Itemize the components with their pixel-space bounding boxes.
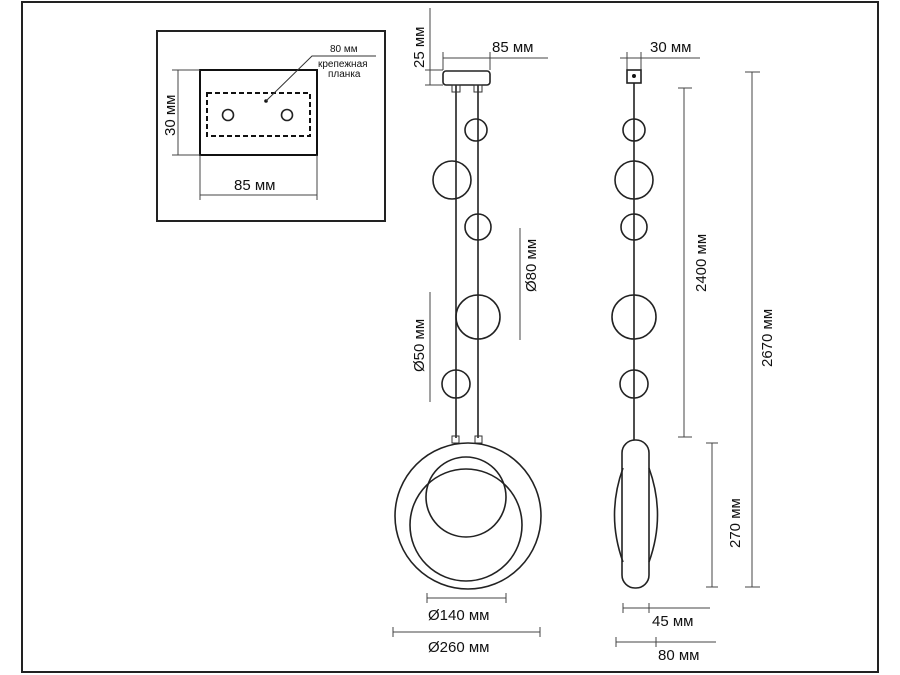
mounting-bracket [206, 92, 311, 137]
glass-ball [464, 213, 492, 241]
ring-side-profile [621, 439, 650, 589]
canopy [442, 70, 491, 86]
inner-ring [409, 468, 523, 582]
front-view: 25 мм 85 мм Ø80 мм Ø50 мм Ø140 мм Ø260 м… [392, 8, 548, 656]
glass-ball [611, 294, 657, 340]
glass-ball [619, 369, 649, 399]
bracket-label-2: планка [328, 69, 361, 80]
bracket-width-label: 80 мм [330, 44, 358, 55]
bracket-label-1: крепежная [318, 59, 368, 70]
inner-ring-diameter-label: Ø140 мм [428, 607, 490, 624]
ring-opening [425, 456, 507, 538]
ring-depth-inner-label: 45 мм [652, 613, 693, 630]
side-view: 30 мм 2400 мм 2670 мм 270 мм 45 мм 80 мм [611, 39, 776, 664]
ring-height-label: 270 мм [727, 498, 744, 548]
screw-hole [280, 108, 294, 122]
glass-ball [441, 369, 471, 399]
glass-ball [620, 213, 648, 241]
glass-ball [432, 160, 472, 200]
canopy-plate [199, 69, 318, 156]
inset-frame [156, 30, 386, 222]
outer-ring [394, 442, 542, 590]
glass-ball [464, 118, 488, 142]
inset-width-label: 85 мм [234, 177, 275, 194]
large-ball-diameter-label: Ø80 мм [523, 239, 540, 292]
ring-bulge [613, 467, 624, 563]
outer-ring-diameter-label: Ø260 мм [428, 639, 490, 656]
canopy-width-label: 85 мм [492, 39, 533, 56]
glass-ball [614, 160, 654, 200]
ring-depth-outer-label: 80 мм [658, 647, 699, 664]
glass-ball [455, 294, 501, 340]
small-ball-diameter-label: Ø50 мм [411, 319, 428, 372]
total-height-label: 2670 мм [759, 309, 776, 367]
drawing-frame [21, 1, 879, 673]
inset-height-label: 30 мм [162, 95, 179, 136]
glass-ball [622, 118, 646, 142]
canopy-depth-label: 30 мм [650, 39, 691, 56]
cable-length-label: 2400 мм [693, 234, 710, 292]
canopy-height-label: 25 мм [411, 27, 428, 68]
canopy-inset: 80 мм крепежная планка 30 мм 85 мм [156, 30, 386, 222]
screw-hole [221, 108, 235, 122]
leader-line [265, 55, 376, 102]
